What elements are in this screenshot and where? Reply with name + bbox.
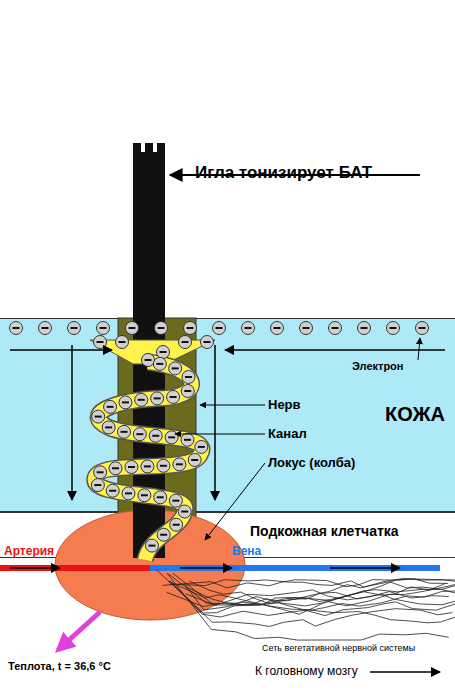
flow-arrow — [180, 567, 232, 569]
nerve-fiber — [185, 584, 455, 614]
callout-label: Игла тонизирует БАТ — [195, 163, 372, 183]
nerve-fiber — [170, 580, 455, 590]
nerve-fiber — [186, 583, 446, 604]
nerve-network — [157, 570, 455, 640]
nerve-fiber — [170, 581, 452, 626]
nerve-fiber — [167, 578, 455, 606]
band-label: КОЖА — [385, 403, 445, 426]
callout-label: Электрон — [352, 360, 404, 372]
nerve-fiber — [168, 581, 455, 610]
vessel-label: Вена — [232, 544, 261, 558]
note-label: К головному мозгу — [255, 664, 358, 678]
subcutaneous-band: Подкожная клетчатка — [0, 512, 455, 558]
nerve-fiber — [189, 581, 455, 603]
skin-band: КОЖА — [0, 318, 455, 512]
nerve-fiber — [169, 574, 455, 605]
note-label: Теплота, t = 36,6 °C — [8, 660, 111, 672]
callout-label: Канал — [268, 426, 307, 441]
vessel-label: Артерия — [4, 544, 54, 558]
callout-label: Нерв — [268, 397, 301, 412]
callout-label: Локус (колба) — [268, 455, 355, 470]
band-label: Подкожная клетчатка — [250, 523, 399, 539]
flow-arrow — [10, 567, 60, 569]
vein-line — [150, 565, 440, 571]
flow-arrow — [330, 567, 400, 569]
heat-arrow — [58, 612, 100, 650]
nerve-fiber — [173, 573, 455, 616]
nerve-fiber — [170, 581, 455, 623]
nerve-fiber — [167, 573, 449, 640]
leader-arrow — [370, 671, 440, 673]
nerve-fiber — [185, 590, 448, 605]
nerve-fiber — [157, 570, 455, 613]
needle-notch — [141, 143, 157, 152]
note-label: Сеть вегетативной нервной системы — [262, 643, 415, 653]
nerve-fiber — [162, 579, 448, 588]
artery-line — [0, 565, 150, 571]
